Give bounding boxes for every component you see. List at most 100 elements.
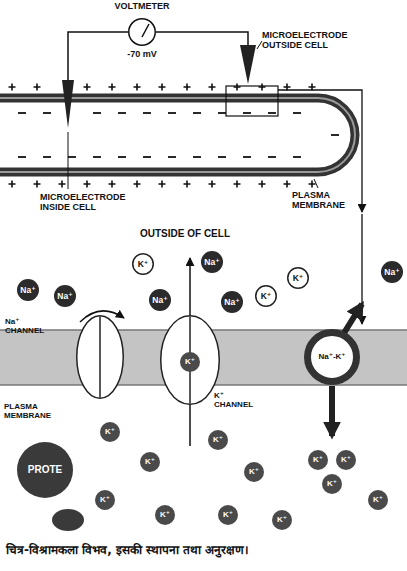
minus-sign xyxy=(93,112,101,114)
plus-sign xyxy=(109,181,116,188)
node-label: Na⁺-K⁺ xyxy=(318,353,345,361)
ion: K⁺ xyxy=(272,510,292,530)
ion: K⁺ xyxy=(287,267,309,289)
plus-sign xyxy=(234,181,241,188)
minus-sign xyxy=(193,112,201,114)
minus-sign xyxy=(168,156,176,158)
circle-outline xyxy=(381,261,403,283)
circle-outline xyxy=(308,450,328,470)
node-outline xyxy=(128,18,156,46)
node-label: K⁺ xyxy=(341,456,351,464)
node-heading: Na⁺ CHANNEL xyxy=(5,318,53,336)
plus-sign xyxy=(109,84,116,91)
node-label: K⁺ xyxy=(105,428,115,436)
part-label: PLASMA MEMBRANE xyxy=(292,190,356,211)
node-label: Na⁺ xyxy=(224,298,239,307)
node-label: K⁺ xyxy=(293,274,304,283)
node-label: Na⁺ xyxy=(152,296,167,305)
node-heading: VOLTMETER xyxy=(115,2,170,12)
node-label: PROTE xyxy=(28,465,62,476)
plus-sign xyxy=(9,181,16,188)
minus-sign xyxy=(118,156,126,158)
ion-channel: Na⁺ CHANNEL xyxy=(76,315,124,399)
minus-sign xyxy=(143,112,151,114)
meter-needle xyxy=(142,24,149,37)
circle-outline xyxy=(17,279,39,301)
circle-outline xyxy=(244,462,264,482)
plus-sign xyxy=(59,181,66,188)
minus-sign xyxy=(93,156,101,158)
plus-sign xyxy=(259,181,266,188)
minus-sign xyxy=(18,112,26,114)
minus-sign xyxy=(293,156,301,158)
plus-sign xyxy=(159,181,166,188)
plus-sign xyxy=(134,181,141,188)
plus-sign xyxy=(84,84,91,91)
minus-sign xyxy=(118,112,126,114)
plus-sign xyxy=(234,84,241,91)
minus-sign xyxy=(243,156,251,158)
node-label: Na⁺ xyxy=(384,268,399,277)
plus-sign xyxy=(209,181,216,188)
minus-sign xyxy=(168,112,176,114)
plus-sign xyxy=(134,84,141,91)
plus-sign xyxy=(284,181,291,188)
node-label: Na⁺ xyxy=(20,286,35,295)
minus-sign xyxy=(268,112,276,114)
node-label: K⁺ xyxy=(145,458,155,466)
ion: K⁺ xyxy=(95,490,115,510)
ion: K⁺ xyxy=(336,450,356,470)
ion: Na⁺ xyxy=(54,285,76,307)
node-outline xyxy=(76,315,124,399)
ion: K⁺ xyxy=(180,352,200,372)
circle-outline xyxy=(221,291,243,313)
circle-outline xyxy=(218,505,238,525)
circle-outline xyxy=(180,352,200,372)
zoom-line xyxy=(278,90,362,212)
node-heading: -70 mV xyxy=(127,50,157,60)
ion: K⁺ xyxy=(155,505,175,525)
node-label: K⁺ xyxy=(160,511,170,519)
node-label: K⁺ xyxy=(261,292,272,301)
circle-outline xyxy=(95,490,115,510)
node-label: Na⁺ xyxy=(57,292,72,301)
part-label: MICROELECTRODE INSIDE CELL xyxy=(40,192,136,213)
ion: Na⁺ xyxy=(149,289,171,311)
plus-sign xyxy=(209,84,216,91)
minus-sign xyxy=(43,156,51,158)
pump: Na⁺-K⁺ xyxy=(304,329,360,385)
channel-divide xyxy=(99,317,101,398)
minus-sign xyxy=(293,112,301,114)
minus-sign xyxy=(43,112,51,114)
ion: Na⁺ xyxy=(17,279,39,301)
node-label: K⁺ xyxy=(277,516,287,524)
protein-blob xyxy=(52,509,84,531)
cell-membrane-core xyxy=(0,98,355,172)
minus-sign xyxy=(268,156,276,158)
circle-outline xyxy=(149,289,171,311)
zoom-box xyxy=(226,86,278,116)
cell-membrane xyxy=(0,98,355,172)
ion: K⁺ xyxy=(255,285,277,307)
minus-sign xyxy=(331,134,339,136)
minus-sign xyxy=(18,156,26,158)
circle-outline xyxy=(336,450,356,470)
microelectrode-outside xyxy=(240,45,256,84)
circle-outline xyxy=(54,285,76,307)
ion: K⁺ xyxy=(368,490,388,510)
node-label: K⁺ xyxy=(313,456,323,464)
part-label: MICROELECTRODE OUTSIDE CELL xyxy=(262,30,358,51)
circle-outline xyxy=(140,452,160,472)
ion: K⁺ xyxy=(132,253,154,275)
plus-sign xyxy=(309,84,316,91)
minus-sign xyxy=(68,156,76,158)
circle-outline xyxy=(256,286,277,307)
ion: K⁺ xyxy=(208,430,228,450)
ion: K⁺ xyxy=(322,474,342,494)
node-label: K⁺ xyxy=(213,436,223,444)
plus-sign xyxy=(34,84,41,91)
node-label: K⁺ xyxy=(223,511,233,519)
circle-outline xyxy=(322,474,342,494)
